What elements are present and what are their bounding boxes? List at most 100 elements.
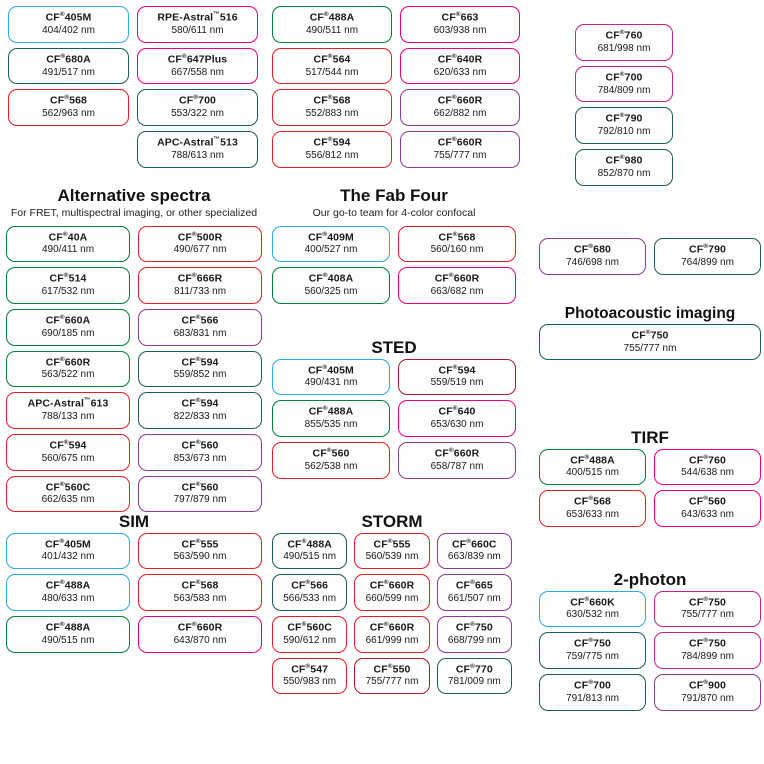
dye-name: CF®566 bbox=[181, 313, 219, 327]
dye-wavelengths: 852/870 nm bbox=[597, 167, 651, 179]
dye-wavelengths: 563/522 nm bbox=[41, 369, 95, 381]
dye-name: CF®660R bbox=[45, 355, 91, 369]
dye-wavelengths: 491/517 nm bbox=[42, 66, 95, 78]
dye-wavelengths: 788/133 nm bbox=[41, 411, 95, 423]
dye-wavelengths: 784/809 nm bbox=[597, 84, 651, 96]
dye-wavelengths: 792/810 nm bbox=[597, 126, 651, 138]
dye-wavelengths: 400/527 nm bbox=[304, 244, 358, 256]
dye-name: CF®980 bbox=[605, 154, 643, 167]
dye-name: CF®770 bbox=[455, 662, 493, 676]
dye-wavelengths: 663/682 nm bbox=[430, 286, 484, 298]
dye-wavelengths: 667/558 nm bbox=[171, 66, 224, 78]
dye-wavelengths: 560/675 nm bbox=[41, 452, 95, 464]
dye-wavelengths: 797/879 nm bbox=[173, 494, 227, 506]
dye-wavelengths: 746/698 nm bbox=[566, 256, 619, 268]
dye-wavelengths: 404/402 nm bbox=[42, 24, 95, 36]
dye-wavelengths: 660/599 nm bbox=[365, 593, 419, 605]
dye-name: CF®660R bbox=[434, 272, 480, 285]
dye-wavelengths: 791/870 nm bbox=[681, 692, 734, 704]
